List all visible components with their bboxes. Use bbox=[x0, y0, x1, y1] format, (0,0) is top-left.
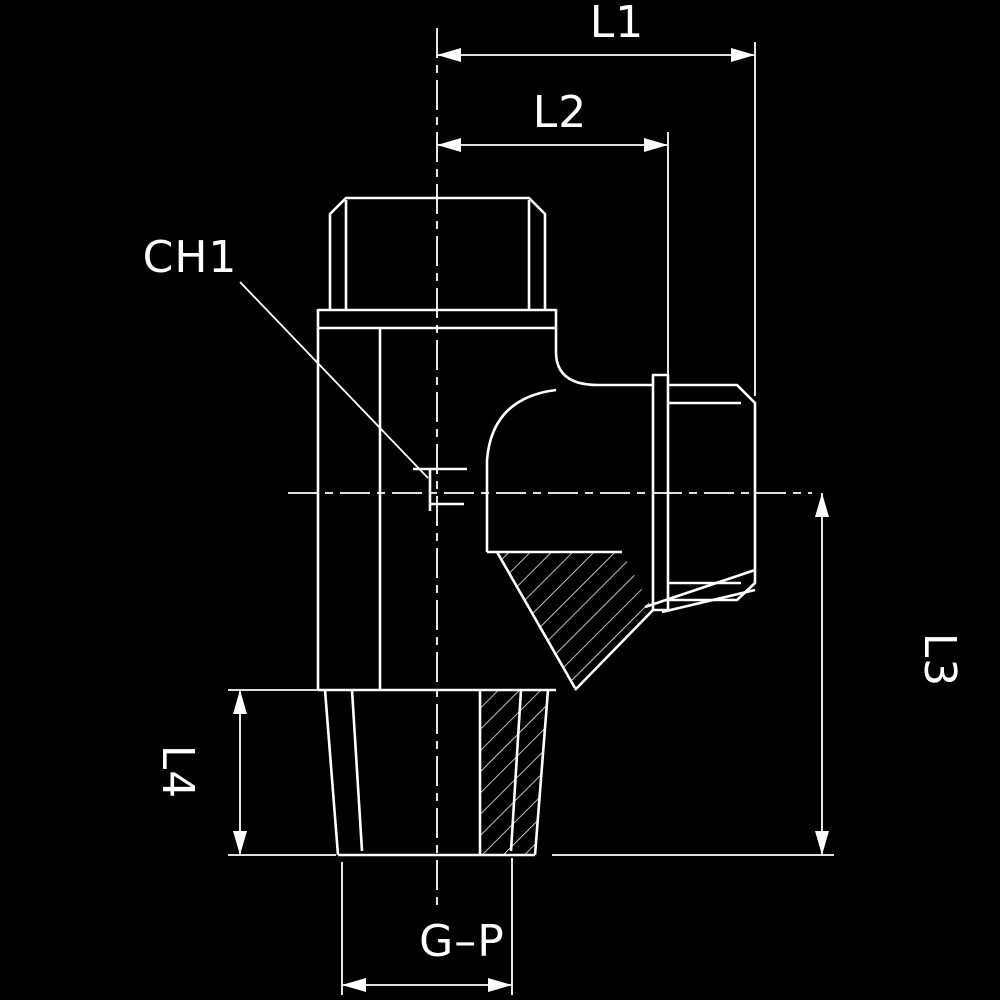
l4-arrow-bottom bbox=[233, 831, 247, 855]
l1-arrow-left bbox=[437, 48, 461, 62]
flange-chamfer-line-1 bbox=[644, 568, 756, 609]
dimension-l3: L3 bbox=[552, 493, 965, 856]
ch1-flat-indicator bbox=[413, 467, 467, 511]
top-port-outline bbox=[328, 196, 547, 310]
right-flange bbox=[651, 373, 670, 612]
section-hatching bbox=[480, 552, 653, 855]
centerlines bbox=[288, 28, 812, 905]
label-l3: L3 bbox=[914, 633, 965, 688]
dimension-l1: L1 bbox=[437, 0, 756, 396]
l3-arrow-bottom bbox=[815, 831, 829, 855]
ch1-callout: CH1 bbox=[143, 232, 467, 511]
boss-top-curve bbox=[554, 351, 653, 387]
right-port-outline bbox=[668, 383, 757, 602]
hatch-body-wedge bbox=[497, 552, 653, 689]
label-l4: L4 bbox=[152, 745, 203, 800]
l3-arrow-top bbox=[815, 493, 829, 517]
flange-chamfer-line-2 bbox=[661, 588, 756, 614]
l2-arrow-right bbox=[644, 138, 668, 152]
gp-arrow-right bbox=[488, 978, 512, 992]
dimension-l2: L2 bbox=[437, 87, 669, 380]
fitting-body bbox=[316, 196, 757, 857]
bottom-port-thread-left bbox=[350, 689, 364, 852]
boss-underside bbox=[574, 609, 654, 691]
dimension-gp: G–P bbox=[341, 858, 513, 995]
bottom-port-thread-right bbox=[509, 689, 523, 852]
label-ch1: CH1 bbox=[143, 232, 238, 283]
gp-arrow-left bbox=[342, 978, 366, 992]
dimension-l4: L4 bbox=[152, 689, 336, 856]
bottom-port-right bbox=[533, 689, 550, 856]
ch1-leader-line bbox=[239, 281, 429, 479]
label-l1: L1 bbox=[590, 0, 645, 48]
l1-arrow-right bbox=[731, 48, 755, 62]
bottom-port-left bbox=[323, 689, 340, 856]
label-gp: G–P bbox=[419, 916, 505, 967]
cone-transition bbox=[495, 551, 577, 689]
l4-arrow-top bbox=[233, 690, 247, 714]
l2-arrow-left bbox=[437, 138, 461, 152]
top-flange bbox=[316, 308, 558, 330]
bore-fillet-curve bbox=[485, 388, 557, 461]
label-l2: L2 bbox=[533, 87, 588, 138]
hatch-bottom-port-wall bbox=[480, 690, 548, 855]
